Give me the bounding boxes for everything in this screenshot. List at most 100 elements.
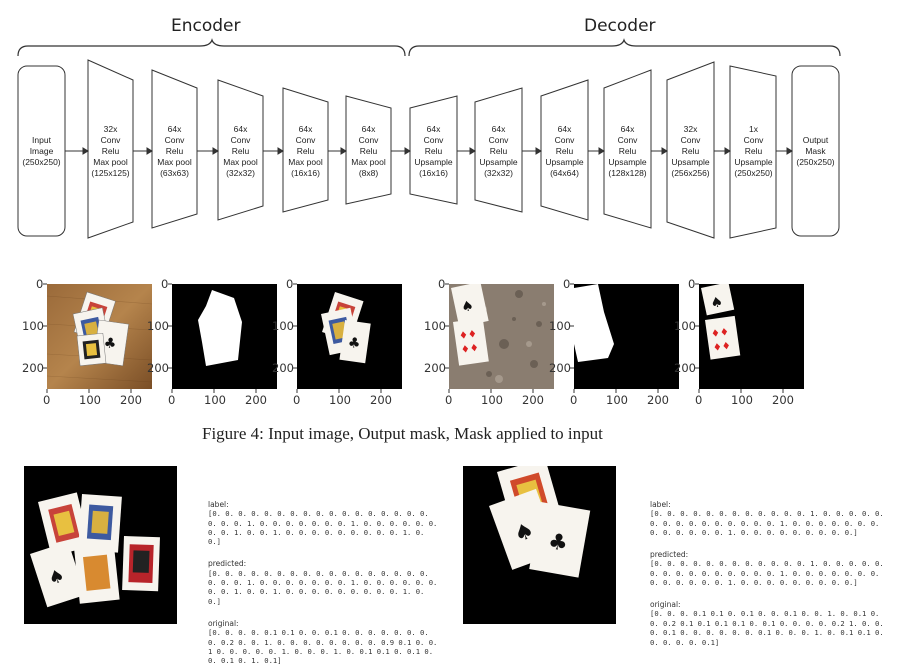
encoder-block-4-label: 64x Conv Relu Max pool (16x16) (288, 124, 323, 178)
decoder-block-1-shape (409, 95, 458, 205)
panel-1-xtick-100: 100 (79, 393, 101, 407)
panel-3-xtick-0: 0 (293, 393, 301, 407)
encoder-block-5-shape (345, 95, 392, 205)
encoder-block-2-shape (151, 69, 198, 229)
example-1-original-heading: original: (208, 618, 239, 628)
panel-6-xtick-200: 200 (772, 393, 794, 407)
encoder-block-4-shape (282, 87, 329, 213)
panel-4-xtick-200: 200 (522, 393, 544, 407)
panel-input-image-2: ♠ ♦♦♦♦ (449, 281, 554, 389)
panel-5-ytick-100: 100 (549, 319, 571, 333)
panel-4-axes (445, 283, 534, 393)
example-1-label-heading: label: (208, 499, 229, 509)
decoder-block-5-shape (666, 61, 715, 239)
panel-3-axes (293, 283, 382, 393)
decoder-block-2-label: 64x Conv Relu Upsample (32x32) (479, 124, 518, 178)
panel-6-ytick-0: 0 (688, 277, 696, 291)
svg-text:♣: ♣ (347, 335, 362, 353)
decoder-block-6-label: 1x Conv Relu Upsample (250x250) (734, 124, 773, 178)
example-1-label-values: [0. 0. 0. 0. 0. 0. 0. 0. 0. 0. 0. 0. 0. … (208, 509, 442, 547)
decoder-block-3-label: 64x Conv Relu Upsample (64x64) (545, 124, 584, 178)
panel-4-xtick-0: 0 (445, 393, 453, 407)
decoder-block-6-shape (729, 65, 777, 239)
panel-4-ytick-200: 200 (424, 361, 446, 375)
figure-caption: Figure 4: Input image, Output mask, Mask… (202, 424, 603, 443)
decoder-block-4-shape (603, 69, 652, 229)
panel-2-ytick-0: 0 (161, 277, 169, 291)
example-2-text: label:[0. 0. 0. 0. 0. 0. 0. 0. 0. 0. 0. … (650, 478, 890, 647)
example-2-label-values: [0. 0. 0. 0. 0. 0. 0. 0. 0. 0. 0. 0. 1. … (650, 509, 888, 538)
decoder-block-5-label: 32x Conv Relu Upsample (256x256) (671, 124, 710, 178)
example-2-label-heading: label: (650, 499, 671, 509)
panel-output-mask-1 (172, 284, 277, 389)
decoder-block-4-label: 64x Conv Relu Upsample (128x128) (608, 124, 647, 178)
panel-2-ytick-100: 100 (147, 319, 169, 333)
panel-2-axes (168, 283, 257, 393)
panel-masked-input-2: ♠ ♦♦♦♦ (699, 282, 804, 389)
decoder-title: Decoder (584, 16, 656, 36)
panel-1-xtick-200: 200 (120, 393, 142, 407)
svg-text:♦♦: ♦♦ (458, 329, 477, 342)
masked-cards-image-2: ♠ ♦♦♦♦ (699, 282, 804, 389)
svg-text:♣: ♣ (103, 335, 118, 353)
panel-3-ytick-0: 0 (286, 277, 294, 291)
panel-4-xtick-100: 100 (481, 393, 503, 407)
architecture-blocks (17, 59, 840, 239)
encoder-block-5-label: 64x Conv Relu Max pool (8x8) (351, 124, 386, 178)
panel-3-ytick-100: 100 (272, 319, 294, 333)
example-1-predicted-heading: predicted: (208, 559, 247, 569)
decoder-block-3-shape (540, 79, 589, 221)
decoder-block-1-label: 64x Conv Relu Upsample (16x16) (414, 124, 453, 178)
example-2-predicted-heading: predicted: (650, 549, 689, 559)
panel-6-xtick-0: 0 (695, 393, 703, 407)
panel-3-xtick-100: 100 (329, 393, 351, 407)
panel-2-xtick-200: 200 (245, 393, 267, 407)
svg-text:♦♦: ♦♦ (460, 343, 479, 356)
panel-5-ytick-200: 200 (549, 361, 571, 375)
panel-6-xtick-100: 100 (731, 393, 753, 407)
panel-5-xtick-200: 200 (647, 393, 669, 407)
panel-input-image-1: ♣ (46, 284, 153, 389)
panel-1-ytick-0: 0 (36, 277, 44, 291)
panel-6-ytick-200: 200 (674, 361, 696, 375)
example-2-original-values: [0. 0. 0. 0.1 0.1 0. 0.1 0. 0. 0.1 0. 0.… (650, 609, 888, 647)
svg-text:♣: ♣ (546, 529, 570, 557)
encoder-title: Encoder (171, 16, 241, 36)
panel-3-ytick-200: 200 (272, 361, 294, 375)
panel-1-ytick-200: 200 (22, 361, 44, 375)
svg-text:♠: ♠ (709, 294, 725, 312)
example-1-cards-image: ♠ (24, 466, 177, 624)
panel-5-xtick-100: 100 (606, 393, 628, 407)
panel-5-axes (570, 283, 659, 393)
svg-text:♠: ♠ (46, 565, 68, 590)
example-2-predicted-values: [0. 0. 0. 0. 0. 0. 0. 0. 0. 0. 0. 0. 1. … (650, 559, 888, 588)
masked-cards-image: ♣ (297, 284, 402, 389)
mask-image-2 (574, 284, 679, 389)
panel-1-ytick-100: 100 (22, 319, 44, 333)
example-2-image: ♠ ♣ (463, 458, 616, 624)
svg-text:♦♦: ♦♦ (712, 341, 731, 354)
panel-4-ytick-0: 0 (438, 277, 446, 291)
example-2-cards-image: ♠ ♣ (463, 458, 616, 624)
encoder-brace (17, 38, 841, 57)
panel-masked-input-1: ♣ (297, 284, 402, 389)
panel-6-ytick-100: 100 (674, 319, 696, 333)
encoder-block-3-shape (217, 79, 264, 221)
panel-1-xtick-0: 0 (43, 393, 51, 407)
encoder-block-1-label: 32x Conv Relu Max pool (125x125) (91, 124, 130, 178)
example-2-original-heading: original: (650, 599, 681, 609)
svg-text:♠: ♠ (460, 298, 476, 316)
panel-4-ytick-100: 100 (424, 319, 446, 333)
mask-image (172, 284, 277, 389)
panel-2-ytick-200: 200 (147, 361, 169, 375)
example-1-original-values: [0. 0. 0. 0. 0.1 0.1 0. 0. 0.1 0. 0. 0. … (208, 628, 438, 666)
example-1-text: label:[0. 0. 0. 0. 0. 0. 0. 0. 0. 0. 0. … (208, 478, 440, 666)
input-block-label: Input Image (250x250) (22, 135, 61, 167)
wood-table-image: ♣ (46, 284, 153, 389)
panel-5-ytick-0: 0 (563, 277, 571, 291)
svg-text:♦♦: ♦♦ (710, 327, 729, 340)
panel-6-axes (695, 283, 784, 393)
encoder-block-1-shape (87, 59, 134, 239)
encoder-block-2-label: 64x Conv Relu Max pool (63x63) (157, 124, 192, 178)
panel-3-xtick-200: 200 (370, 393, 392, 407)
